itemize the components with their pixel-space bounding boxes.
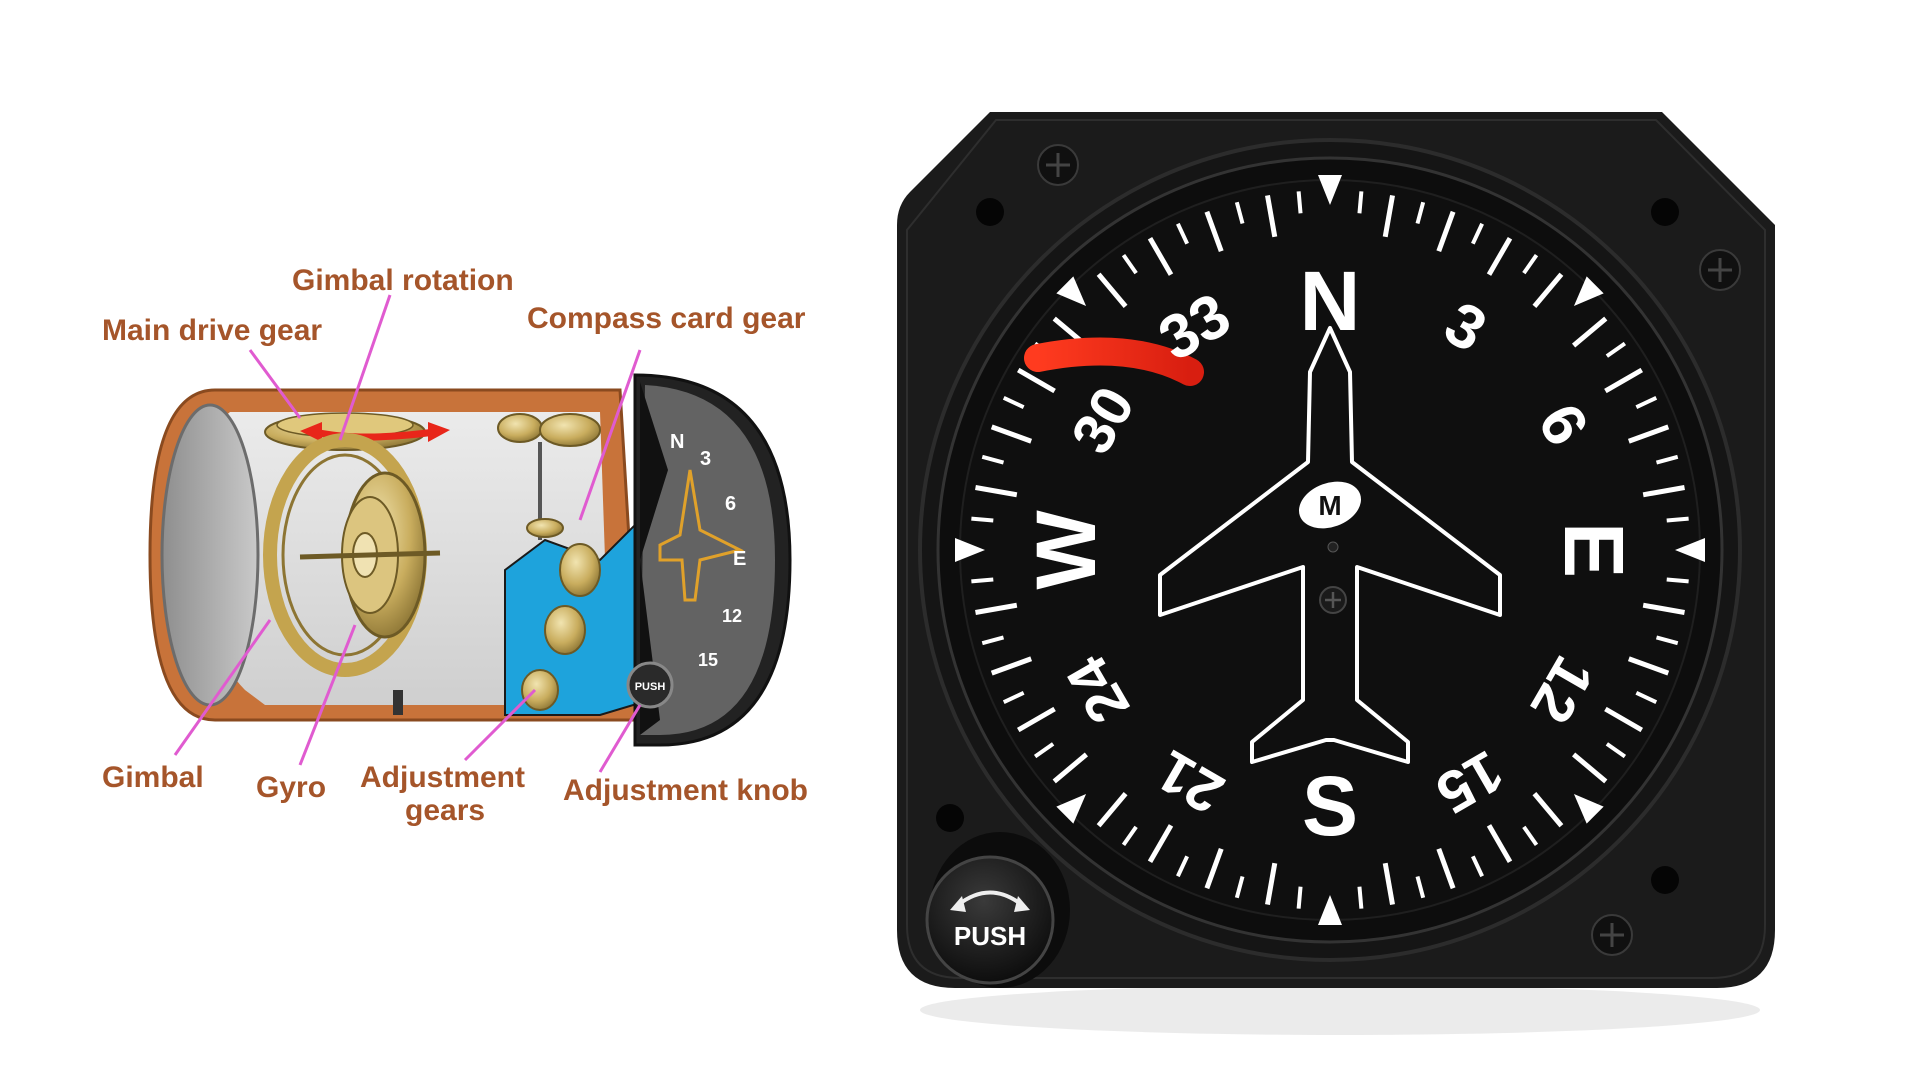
mini-mark-15: 15: [698, 650, 718, 670]
mini-mark-3: 3: [700, 448, 711, 470]
knob-face: [927, 857, 1053, 983]
label-adjustment-gears-line1: Adjustment: [360, 761, 525, 794]
hole-top-left: [976, 198, 1004, 226]
heading-indicator-instrument: N 3 6 E 12 15 S 21 24 W 30 33 M: [897, 112, 1775, 1035]
mini-mark-e: E: [733, 548, 746, 570]
gyro-cutaway-diagram: N 3 6 E 12 15 PUSH Gimbal rotation Main …: [102, 264, 808, 827]
label-gyro: Gyro: [256, 771, 326, 804]
tick-mark: [1667, 579, 1689, 581]
hole-bottom-left: [936, 804, 964, 832]
label-adjustment-gears-line2: gears: [405, 794, 485, 827]
tick-mark: [1667, 519, 1689, 521]
idler-gear-2: [540, 414, 600, 446]
center-pin: [1328, 542, 1338, 552]
label-gimbal-rotation: Gimbal rotation: [292, 264, 514, 297]
tick-mark: [1359, 191, 1361, 213]
card-pinion-gear: [560, 544, 600, 596]
card-south: S: [1302, 759, 1358, 853]
adjustment-gear-2: [522, 670, 558, 710]
tick-mark: [971, 579, 993, 581]
tick-mark: [971, 519, 993, 521]
label-adjustment-knob: Adjustment knob: [563, 774, 808, 807]
center-screw: [1320, 587, 1346, 613]
card-east: E: [1547, 522, 1641, 578]
tick-mark: [1299, 191, 1301, 213]
idler-gear-1: [498, 414, 542, 442]
screw-top-left: [1038, 145, 1078, 185]
screw-top-right: [1700, 250, 1740, 290]
knob-push-label: PUSH: [954, 921, 1026, 951]
mini-knob-text: PUSH: [635, 681, 666, 693]
gimbal-post: [393, 690, 403, 715]
mini-mark-12: 12: [722, 606, 742, 626]
mini-mark-6: 6: [725, 493, 736, 515]
instrument-shadow: [920, 985, 1760, 1035]
label-compass-card-gear: Compass card gear: [527, 302, 806, 335]
tick-mark: [1299, 887, 1301, 909]
compass-card-gear: [527, 519, 563, 537]
label-gimbal: Gimbal: [102, 761, 204, 794]
card-west: W: [1019, 510, 1113, 590]
mini-mark-n: N: [670, 431, 684, 453]
card-north: N: [1300, 254, 1361, 348]
label-main-drive-gear: Main drive gear: [102, 314, 322, 347]
hole-top-right: [1651, 198, 1679, 226]
tick-mark: [1359, 887, 1361, 909]
adjustment-gear-1: [545, 606, 585, 654]
hole-bottom-right: [1651, 866, 1679, 894]
logo-letter: M: [1318, 490, 1341, 521]
screw-bottom-right: [1592, 915, 1632, 955]
